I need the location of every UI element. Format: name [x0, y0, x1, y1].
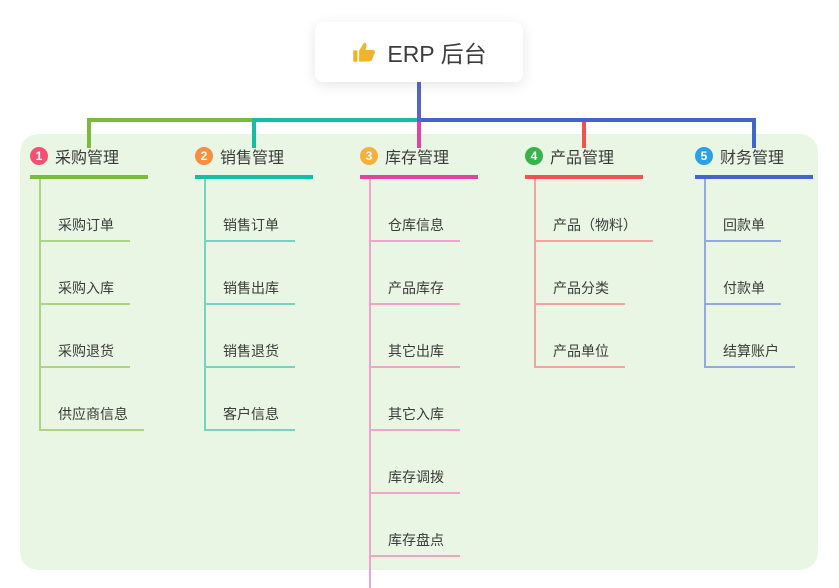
child-node[interactable]: 产品库存 [371, 242, 460, 305]
branch-drop-line [582, 118, 586, 148]
branches-background-panel [20, 134, 818, 570]
root-title: ERP 后台 [387, 41, 487, 67]
child-node[interactable]: 销售退货 [206, 305, 295, 368]
branch-drop-line [87, 118, 91, 148]
child-node[interactable]: 产品单位 [536, 305, 625, 368]
child-label: 销售退货 [223, 343, 279, 359]
branch-children: 销售订单 销售出库 销售退货 客户信息 [204, 179, 313, 431]
thumbs-up-icon [351, 39, 377, 65]
branch-number-badge: 3 [360, 147, 378, 165]
child-node[interactable]: 产品分类 [536, 242, 625, 305]
child-node[interactable]: 付款单 [706, 242, 781, 305]
child-label: 产品分类 [553, 280, 609, 296]
child-node[interactable]: 结算账户 [706, 305, 795, 368]
child-label: 库存调拨 [388, 469, 444, 485]
child-label: 采购入库 [58, 280, 114, 296]
branch-title[interactable]: 3 库存管理 [360, 144, 478, 179]
child-label: 产品库存 [388, 280, 444, 296]
branch-1: 1 采购管理 采购订单 采购入库 采购退货 供应商信息 [30, 144, 148, 431]
branch-children: 采购订单 采购入库 采购退货 供应商信息 [39, 179, 148, 431]
branch-title[interactable]: 1 采购管理 [30, 144, 148, 179]
branch-2: 2 销售管理 销售订单 销售出库 销售退货 客户信息 [195, 144, 313, 431]
child-label: 付款单 [723, 280, 765, 296]
child-node[interactable]: 采购订单 [41, 179, 130, 242]
child-label: 客户信息 [223, 406, 279, 422]
branch-children: 回款单 付款单 结算账户 [704, 179, 813, 368]
branch-label: 财务管理 [720, 150, 785, 167]
child-node[interactable]: 产品（物料） [536, 179, 653, 242]
root-connector-line [417, 82, 421, 122]
branch-title[interactable]: 4 产品管理 [525, 144, 643, 179]
branch-number-badge: 2 [195, 147, 213, 165]
child-label: 结算账户 [723, 343, 779, 359]
branch-number-badge: 4 [525, 147, 543, 165]
child-node[interactable]: 供应商信息 [41, 368, 144, 431]
child-label: 库存盘点 [388, 532, 444, 548]
branch-label: 库存管理 [385, 150, 450, 167]
child-node[interactable]: 其它出库 [371, 305, 460, 368]
branch-number-badge: 5 [695, 147, 713, 165]
child-node[interactable]: 回款单 [706, 179, 781, 242]
child-label: 产品（物料） [553, 217, 637, 233]
branch-5: 5 财务管理 回款单 付款单 结算账户 [695, 144, 813, 368]
child-label: 产品单位 [553, 343, 609, 359]
child-label: 采购订单 [58, 217, 114, 233]
child-node[interactable]: 采购退货 [41, 305, 130, 368]
child-label: 仓库信息 [388, 217, 444, 233]
branch-label: 销售管理 [220, 150, 285, 167]
child-node[interactable]: 采购入库 [41, 242, 130, 305]
branch-children: 产品（物料） 产品分类 产品单位 [534, 179, 653, 368]
child-node[interactable]: 其它入库 [371, 368, 460, 431]
branch-4: 4 产品管理 产品（物料） 产品分类 产品单位 [525, 144, 653, 368]
branch-number-badge: 1 [30, 147, 48, 165]
branch-label: 采购管理 [55, 150, 120, 167]
branch-drop-line [752, 118, 756, 148]
child-label: 供应商信息 [58, 406, 128, 422]
child-node[interactable]: 库存调拨 [371, 431, 460, 494]
horizontal-connector-segment [87, 118, 254, 122]
branch-label: 产品管理 [550, 150, 615, 167]
child-node[interactable]: 仓库信息 [371, 179, 460, 242]
child-label: 销售订单 [223, 217, 279, 233]
branch-drop-line [417, 118, 421, 148]
horizontal-connector-segment [417, 118, 756, 122]
branch-3: 3 库存管理 仓库信息 产品库存 其它出库 其它入库 库存调拨 库存盘点 出库库… [360, 144, 478, 588]
child-label: 其它入库 [388, 406, 444, 422]
child-node[interactable]: 客户信息 [206, 368, 295, 431]
branch-children: 仓库信息 产品库存 其它出库 其它入库 库存调拨 库存盘点 出库库明细 [369, 179, 478, 588]
branch-title[interactable]: 2 销售管理 [195, 144, 313, 179]
horizontal-connector-segment [252, 118, 419, 122]
child-label: 销售出库 [223, 280, 279, 296]
branch-title[interactable]: 5 财务管理 [695, 144, 813, 179]
child-node[interactable]: 出库库明细 [371, 557, 474, 588]
child-label: 回款单 [723, 217, 765, 233]
child-node[interactable]: 销售出库 [206, 242, 295, 305]
thumbs-up-path [353, 42, 376, 62]
child-label: 其它出库 [388, 343, 444, 359]
branch-drop-line [252, 118, 256, 148]
child-node[interactable]: 库存盘点 [371, 494, 460, 557]
child-node[interactable]: 销售订单 [206, 179, 295, 242]
child-label: 采购退货 [58, 343, 114, 359]
root-node[interactable]: ERP 后台 [315, 22, 523, 82]
